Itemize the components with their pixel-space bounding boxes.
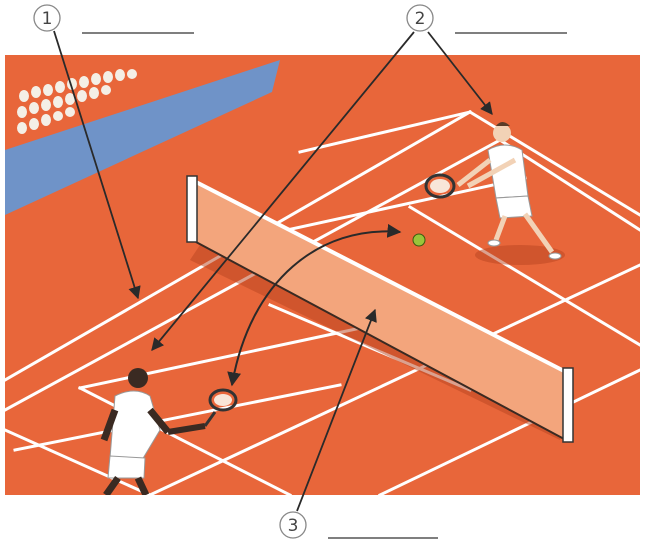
net-post-right [563, 368, 573, 442]
label-3-number: 3 [288, 516, 299, 536]
label-1-number: 1 [42, 9, 53, 29]
tennis-ball [413, 234, 425, 246]
net-post-left [187, 176, 197, 242]
label-2-number: 2 [415, 9, 426, 29]
